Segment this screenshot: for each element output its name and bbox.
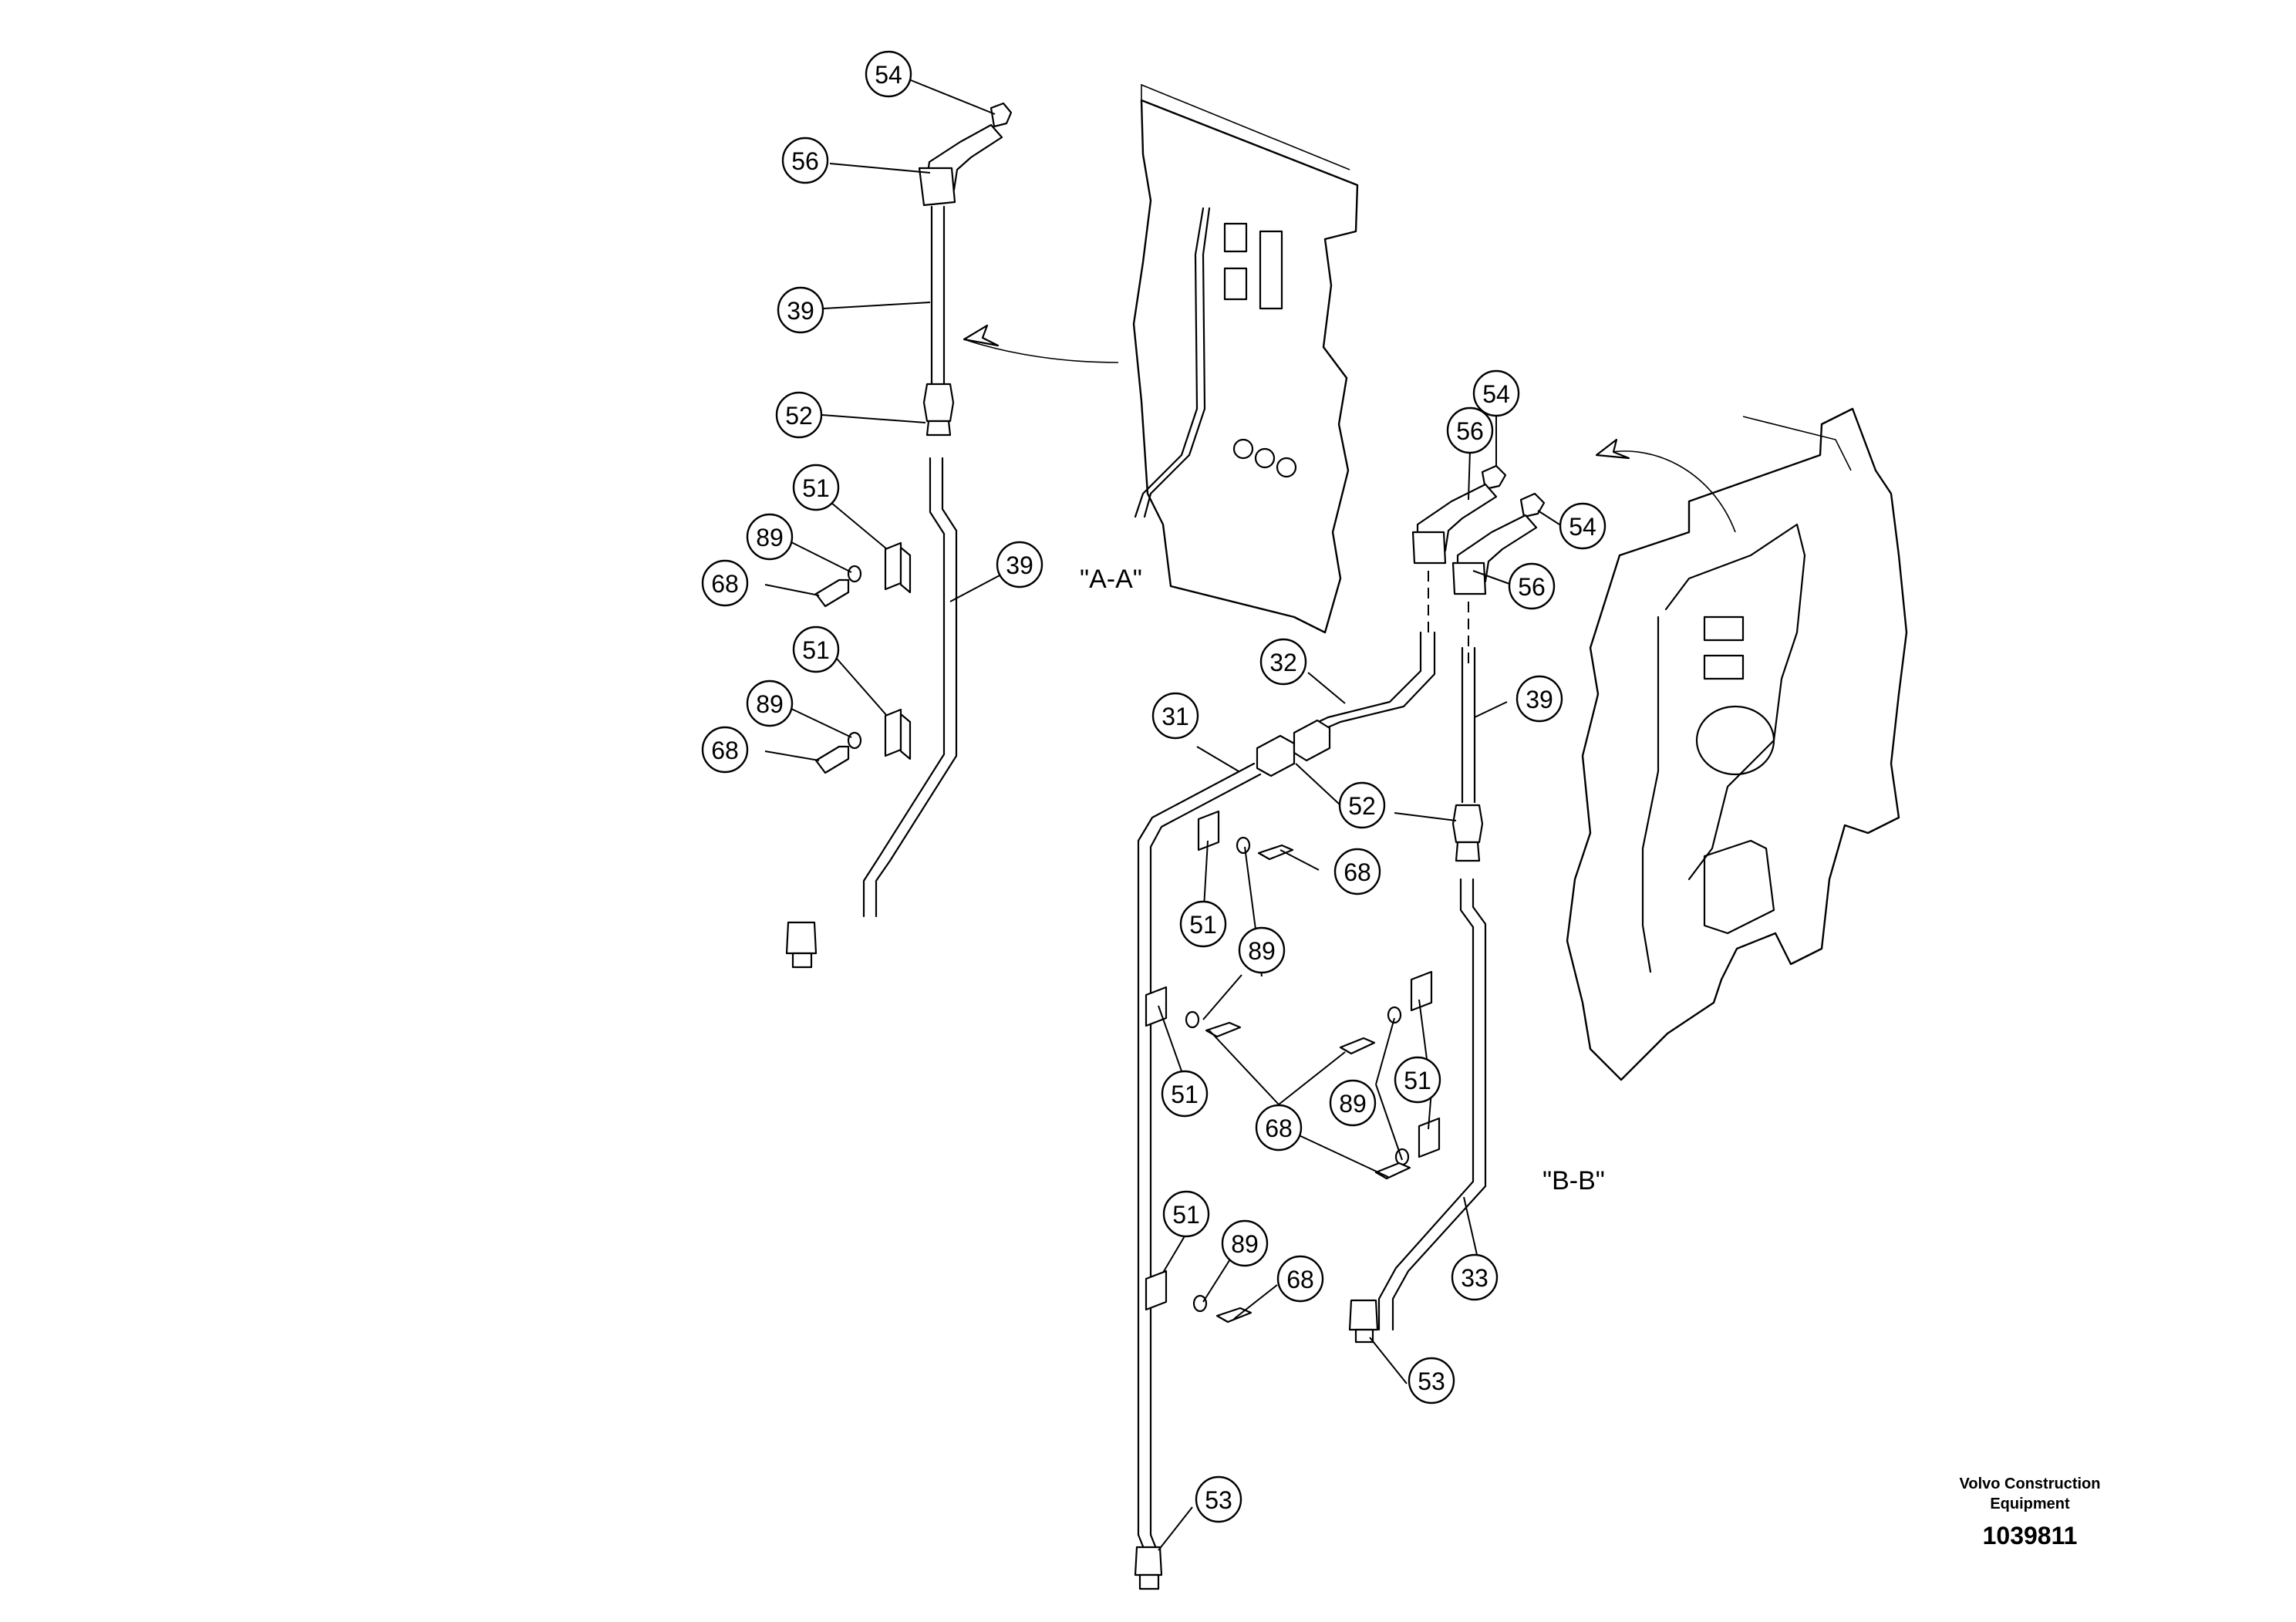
svg-text:54: 54: [1482, 380, 1510, 408]
panel-b-b: "B-B": [1542, 407, 1908, 1195]
callout-51: 51: [792, 626, 840, 673]
left-pipe-assembly: [785, 102, 1013, 969]
callout-89: 89: [746, 513, 794, 561]
svg-text:39: 39: [1526, 686, 1553, 713]
svg-text:54: 54: [1569, 513, 1596, 541]
svg-text:53: 53: [1205, 1486, 1232, 1514]
callout-89: 89: [1238, 926, 1286, 974]
svg-text:33: 33: [1461, 1264, 1489, 1292]
brand-line-1: Volvo Construction: [1960, 1475, 2101, 1492]
callout-51: 51: [1179, 900, 1227, 948]
callout-56: 56: [1446, 406, 1494, 454]
svg-text:89: 89: [1231, 1230, 1259, 1258]
svg-text:39: 39: [1006, 551, 1033, 579]
svg-text:68: 68: [1344, 858, 1371, 886]
svg-text:56: 56: [1518, 573, 1546, 601]
svg-text:52: 52: [785, 402, 813, 430]
callout-54: 54: [1559, 502, 1607, 550]
callout-31: 31: [1151, 692, 1199, 740]
callout-51: 51: [792, 464, 840, 511]
callout-51: 51: [1162, 1190, 1210, 1238]
view-label-a-a: "A-A": [1080, 565, 1142, 594]
right-pipe-assembly: [1134, 464, 1546, 1590]
callout-52: 52: [775, 391, 823, 439]
svg-text:32: 32: [1269, 649, 1297, 676]
svg-text:89: 89: [1339, 1090, 1367, 1118]
callout-89: 89: [746, 679, 794, 727]
callout-89: 89: [1329, 1079, 1377, 1127]
callout-89: 89: [1221, 1219, 1269, 1267]
svg-text:51: 51: [1172, 1201, 1200, 1229]
svg-text:39: 39: [787, 297, 814, 325]
svg-text:51: 51: [802, 636, 830, 664]
callout-68: 68: [1255, 1104, 1303, 1152]
callout-54: 54: [865, 50, 912, 98]
callout-68: 68: [701, 559, 749, 607]
svg-text:68: 68: [1265, 1114, 1293, 1142]
callout-51: 51: [1161, 1070, 1209, 1118]
footer-block: Volvo Construction Equipment 1039811: [1960, 1475, 2101, 1549]
callout-68: 68: [1276, 1255, 1324, 1303]
svg-text:68: 68: [711, 737, 739, 764]
callout-53: 53: [1408, 1357, 1455, 1404]
svg-text:52: 52: [1348, 792, 1376, 820]
callout-33: 33: [1451, 1253, 1499, 1301]
callout-68: 68: [701, 726, 749, 774]
svg-text:51: 51: [1404, 1067, 1431, 1094]
svg-text:56: 56: [791, 147, 819, 175]
svg-text:53: 53: [1418, 1367, 1445, 1395]
panel-a-a: "A-A": [963, 83, 1359, 634]
svg-text:51: 51: [802, 474, 830, 502]
svg-text:89: 89: [1248, 937, 1276, 965]
svg-text:68: 68: [1286, 1266, 1314, 1293]
callout-39: 39: [777, 286, 824, 334]
svg-text:54: 54: [875, 61, 902, 89]
svg-text:89: 89: [756, 690, 784, 718]
svg-text:89: 89: [756, 524, 784, 551]
callout-56: 56: [781, 137, 829, 184]
svg-text:56: 56: [1456, 417, 1484, 445]
svg-text:31: 31: [1161, 703, 1189, 730]
view-label-b-b: "B-B": [1542, 1166, 1605, 1195]
callout-39: 39: [1515, 675, 1563, 723]
callout-53: 53: [1195, 1475, 1242, 1523]
svg-text:51: 51: [1171, 1081, 1199, 1108]
callout-32: 32: [1259, 638, 1307, 686]
callout-54: 54: [1472, 369, 1520, 417]
svg-text:51: 51: [1189, 911, 1217, 939]
brand-line-2: Equipment: [1990, 1496, 2070, 1512]
callout-51: 51: [1394, 1056, 1441, 1104]
svg-text:68: 68: [711, 570, 739, 598]
callout-52: 52: [1338, 781, 1386, 829]
callout-39: 39: [996, 541, 1043, 588]
document-number: 1039811: [1983, 1522, 2078, 1549]
callout-68: 68: [1333, 848, 1381, 895]
callout-56: 56: [1508, 562, 1556, 610]
